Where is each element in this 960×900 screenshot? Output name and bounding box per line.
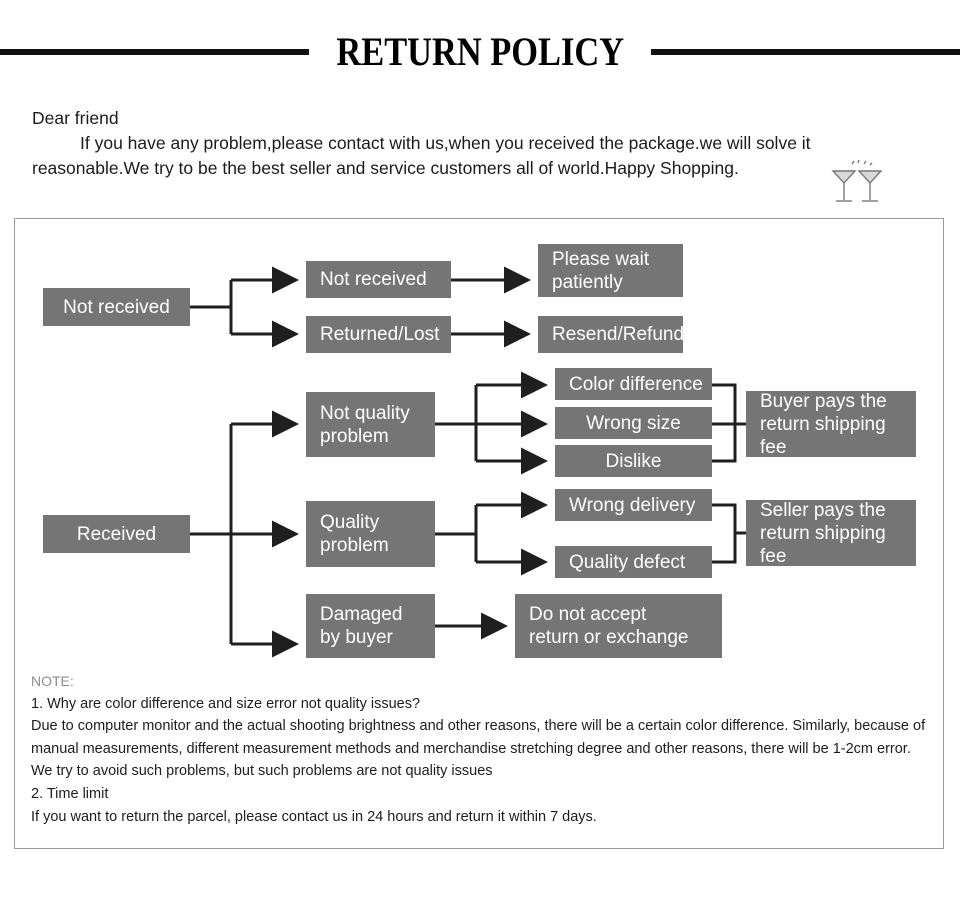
- node-not-quality-problem[interactable]: Not quality problem: [306, 392, 435, 457]
- node-not-received-branch[interactable]: Not received: [306, 261, 451, 298]
- node-quality-defect[interactable]: Quality defect: [555, 546, 712, 578]
- intro-paragraph-line2: reasonable.We try to be the best seller …: [32, 158, 739, 178]
- page-title: RETURN POLICY: [336, 29, 624, 74]
- node-resend-refund[interactable]: Resend/Refund: [538, 316, 684, 353]
- header-rule-right: [651, 49, 960, 55]
- cocktail-glasses-icon: [831, 159, 883, 202]
- node-buyer-pays-return-shipping-fee[interactable]: Buyer pays the return shipping fee: [746, 391, 916, 458]
- header-rule-left: [0, 49, 309, 55]
- node-not-received-root[interactable]: Not received: [43, 288, 190, 326]
- node-wrong-delivery[interactable]: Wrong delivery: [555, 489, 712, 521]
- note-answer-1-line-1: Due to computer monitor and the actual s…: [31, 718, 926, 735]
- node-damaged-by-buyer[interactable]: Damaged by buyer: [306, 594, 435, 658]
- flowchart: Not received Not received Returned/Lost …: [15, 219, 945, 850]
- node-quality-problem[interactable]: Quality problem: [306, 501, 435, 567]
- node-dislike[interactable]: Dislike: [555, 445, 712, 477]
- node-received-root[interactable]: Received: [43, 515, 190, 553]
- intro-block: Dear friend If you have any problem,plea…: [32, 106, 912, 181]
- note-answer-1-line-3: We try to avoid such problems, but such …: [31, 763, 493, 780]
- node-color-difference[interactable]: Color difference: [555, 368, 712, 400]
- node-seller-pays-return-shipping-fee[interactable]: Seller pays the return shipping fee: [746, 500, 916, 567]
- node-returned-lost[interactable]: Returned/Lost: [306, 316, 451, 353]
- note-answer-2: If you want to return the parcel, please…: [31, 808, 597, 825]
- note-answer-1-line-2: manual measurements, different measureme…: [31, 740, 911, 757]
- note-question-2: 2. Time limit: [31, 785, 109, 802]
- node-please-wait-patiently[interactable]: Please wait patiently: [538, 244, 683, 297]
- page-header: RETURN POLICY: [0, 28, 960, 76]
- intro-paragraph-line1: If you have any problem,please contact w…: [80, 133, 811, 153]
- note-block: NOTE: 1. Why are color difference and si…: [31, 670, 931, 828]
- intro-greeting: Dear friend: [32, 108, 119, 128]
- note-heading: NOTE:: [31, 673, 74, 689]
- flow-panel: Not received Not received Returned/Lost …: [14, 218, 944, 849]
- node-wrong-size[interactable]: Wrong size: [555, 407, 712, 439]
- note-question-1: 1. Why are color difference and size err…: [31, 695, 421, 712]
- node-do-not-accept-return-or-exchange[interactable]: Do not accept return or exchange: [515, 594, 722, 658]
